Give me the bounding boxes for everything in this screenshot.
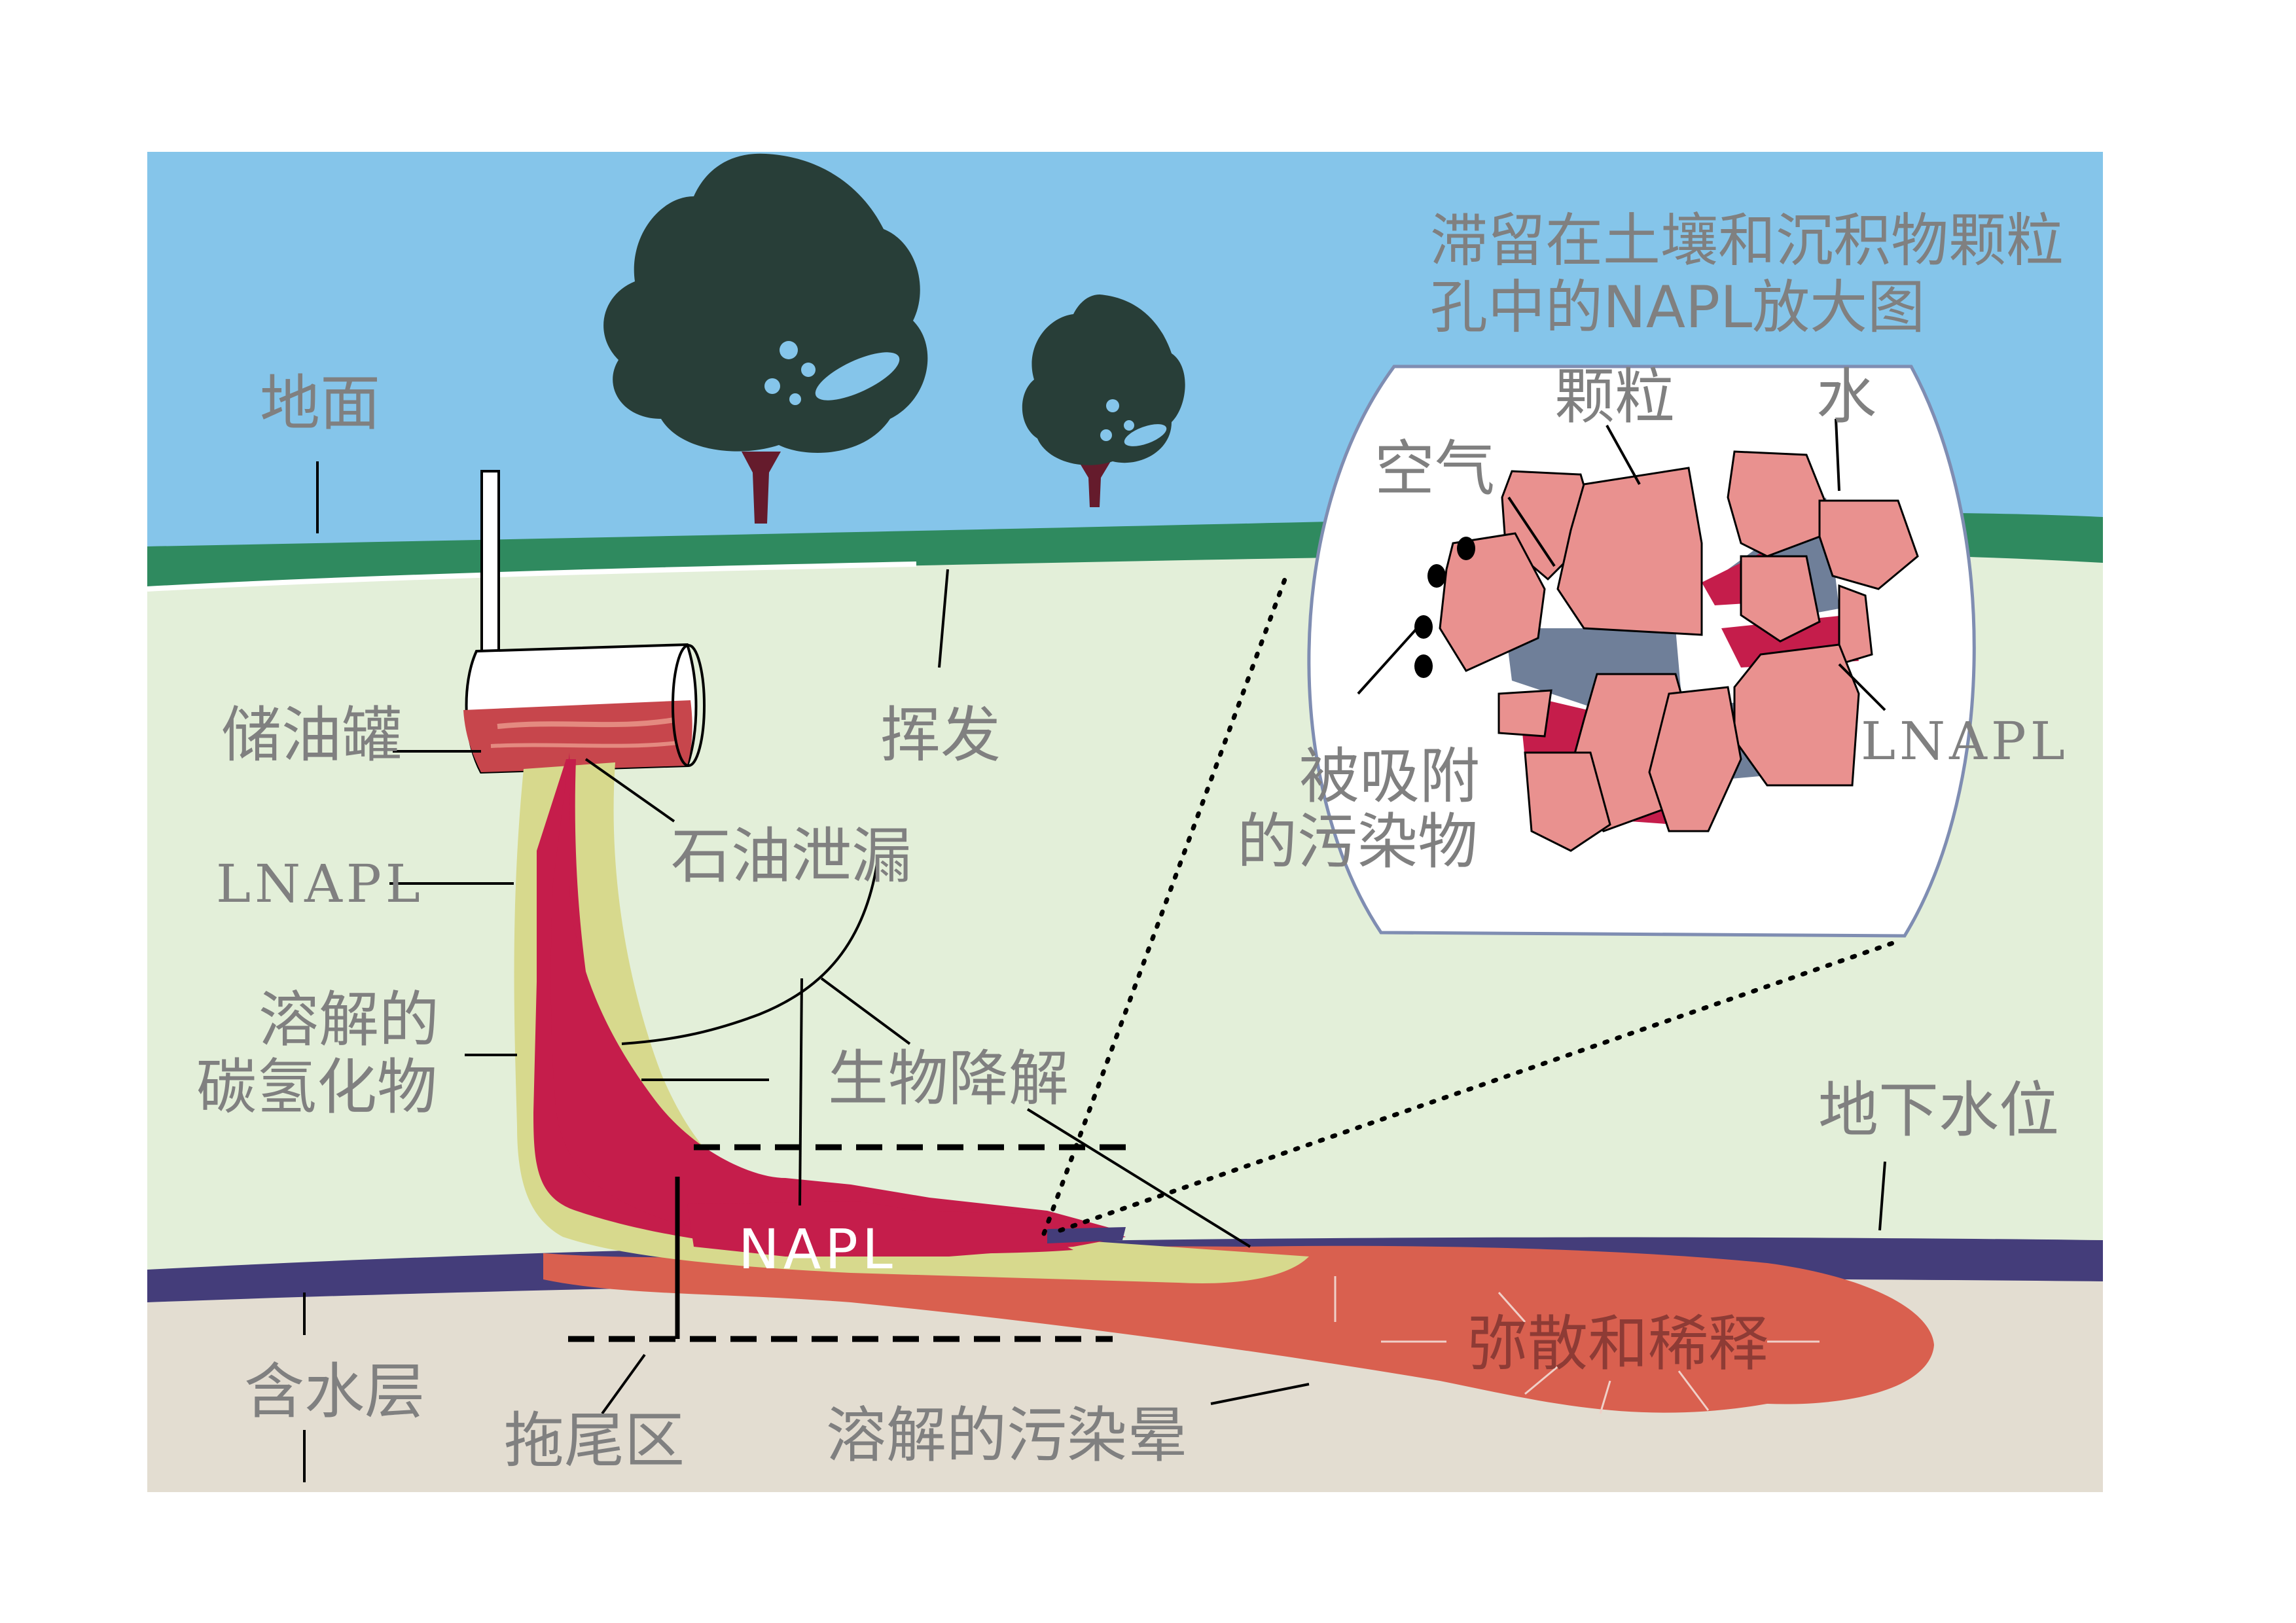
tank-oil [463, 700, 692, 772]
large-tree-gap [764, 378, 780, 394]
dissolved-plume [543, 1245, 1934, 1413]
small-tree-gap [1124, 424, 1167, 446]
small-tree-trunk [1077, 458, 1113, 507]
label-dissolved-hydrocarbon-line2: 碳氢化物 [196, 1052, 437, 1122]
large-tree-gap [815, 352, 900, 401]
dispersion-rays [1334, 1276, 1820, 1414]
large-tree-gap [801, 363, 816, 377]
tailing-zone-box [568, 1144, 1126, 1342]
dissolved-hydrocarbon-halo [514, 762, 1310, 1283]
magnification-lines [1041, 573, 1897, 1236]
label-napl: NAPL [738, 1217, 897, 1281]
label-aquifer: 含水层 [244, 1357, 425, 1427]
text-labels: 滞留在土壤和沉积物颗粒 孔中的NAPL放大图 地面 储油罐 挥发 石油泄漏 LN… [196, 207, 2069, 1476]
label-dispersion-dilution: 弥散和稀释 [1467, 1309, 1768, 1379]
inset-title-line2: 孔中的NAPL放大图 [1430, 274, 1925, 341]
inset-label-particles: 颗粒 [1554, 362, 1675, 432]
inset-label-lnapl: LNAPL [1861, 711, 2069, 772]
label-tailing-zone: 拖尾区 [504, 1406, 685, 1476]
magnified-inset [1307, 365, 1976, 938]
ground-surface-highlight [147, 562, 917, 592]
large-tree-trunk [742, 452, 781, 524]
label-storage-tank: 储油罐 [221, 700, 402, 770]
label-volatilization: 挥发 [880, 700, 1001, 770]
large-tree [603, 153, 928, 524]
small-tree-gap [1106, 399, 1119, 412]
inset-title-line1: 滞留在土壤和沉积物颗粒 [1430, 207, 2064, 274]
label-dissolved-hydrocarbon-line1: 溶解的 [259, 985, 439, 1055]
napl-pool [687, 1201, 1126, 1257]
contaminant-plume [514, 753, 1934, 1413]
inset-label-adsorbed-line2: 的污染物 [1237, 807, 1478, 877]
vent-pipe [480, 470, 500, 656]
label-dissolved-plume: 溶解的污染晕 [826, 1400, 1187, 1471]
tank-end-cap [672, 644, 706, 767]
small-tree-gap [1100, 429, 1112, 441]
inset-label-air: 空气 [1374, 434, 1495, 504]
label-oil-leak: 石油泄漏 [671, 821, 912, 891]
label-biodegradation: 生物降解 [828, 1044, 1069, 1114]
napl-body [533, 759, 1073, 1254]
inset-leader-lines [1357, 418, 1886, 711]
inset-label-adsorbed-line1: 被吸附 [1299, 741, 1480, 812]
label-water-table: 地下水位 [1818, 1075, 2059, 1145]
inset-label-water: 水 [1816, 362, 1876, 432]
large-tree-gap [789, 393, 801, 405]
tank-oil-streak [497, 717, 675, 729]
tank-oil-streak [490, 741, 678, 748]
small-tree-gap [1124, 420, 1134, 431]
soil-particles [1439, 450, 1919, 852]
small-tree [1022, 294, 1185, 507]
napl-tip [1047, 1227, 1126, 1243]
leader-lines [303, 461, 1886, 1482]
label-lnapl: LNAPL [216, 853, 424, 914]
adsorbed-contaminant-dots [1414, 537, 1475, 678]
large-tree-gap [780, 341, 798, 359]
small-tree-canopy [1022, 294, 1185, 465]
storage-tank [463, 470, 706, 774]
label-ground: 地面 [260, 368, 380, 438]
